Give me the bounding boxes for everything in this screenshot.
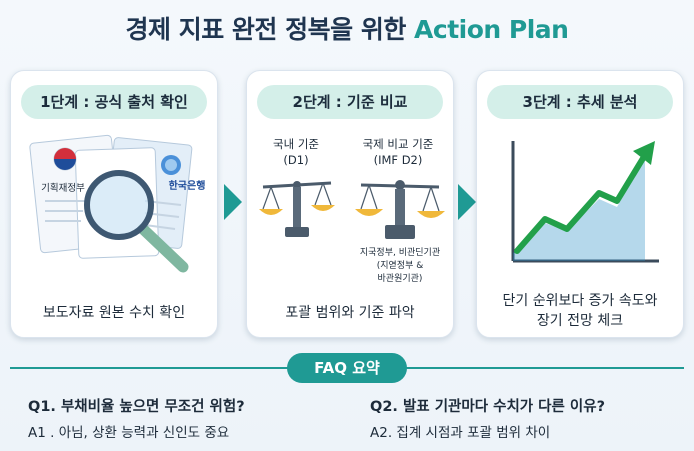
right-scale-sub: (IMF D2) — [373, 153, 423, 167]
title-main: 경제 지표 완전 정복을 위한 — [125, 15, 407, 44]
doc-right-label: 한국은행 — [168, 181, 206, 192]
step-3-caption-1: 단기 순위보다 증가 속도와 — [502, 293, 658, 309]
step-2-label: 2단계 : 기준 비교 — [257, 85, 443, 119]
faq-label: FAQ 요약 — [287, 353, 407, 383]
page-title: 경제 지표 완전 정복을 위한 Action Plan — [0, 10, 694, 46]
doc-left-label: 기획재정부 — [41, 183, 85, 194]
scale-note-1: 지국정부, 비관딘기관 — [359, 248, 441, 258]
scale-icon — [355, 180, 445, 239]
scale-icon — [259, 181, 335, 237]
left-scale-sub: (D1) — [283, 153, 309, 167]
faq-a2: A2. 집계 시점과 포괄 범위 차이 — [370, 425, 551, 441]
step-1-caption: 보도자료 원본 수치 확인 — [42, 305, 186, 321]
magnifier-icon — [84, 170, 189, 273]
trend-chart-icon — [511, 141, 659, 263]
step-3-label: 3단계 : 추세 분석 — [487, 85, 673, 119]
step-3-caption-2: 장기 전망 체크 — [536, 313, 624, 329]
step-arrow-icon — [458, 184, 476, 220]
faq-q1: Q1. 부채비율 높으면 무조건 위험? — [28, 399, 245, 415]
step-arrow-icon — [224, 184, 242, 220]
scale-note-2: (지엳정부 & — [376, 261, 424, 271]
document-magnifier-icon — [29, 134, 193, 273]
title-accent: Action Plan — [414, 15, 569, 44]
faq-a1: A1 . 아님, 상환 능력과 신인도 중요 — [28, 425, 230, 441]
step-3-card: 3단계 : 추세 분석 단기 순위보다 증가 속도와 장기 전망 체크 — [476, 70, 684, 338]
step-2-card: 2단계 : 기준 비교 국내 기준 (D1) 국제 비교 기준 (IMF D2)… — [246, 70, 454, 338]
step-2-caption: 포괄 범위와 기준 파악 — [285, 305, 415, 321]
right-scale-label: 국제 비교 기준 — [362, 137, 434, 151]
left-scale-label: 국내 기준 — [273, 137, 319, 151]
step-1-label: 1단계 : 공식 출처 확인 — [21, 85, 207, 119]
step-1-card: 1단계 : 공식 출처 확인 기획재정부 한국은행 보도자료 원 — [10, 70, 218, 338]
faq-q2: Q2. 발표 기관마다 수치가 다른 이유? — [370, 399, 605, 415]
scale-note-3: 바관원기관) — [377, 274, 423, 284]
